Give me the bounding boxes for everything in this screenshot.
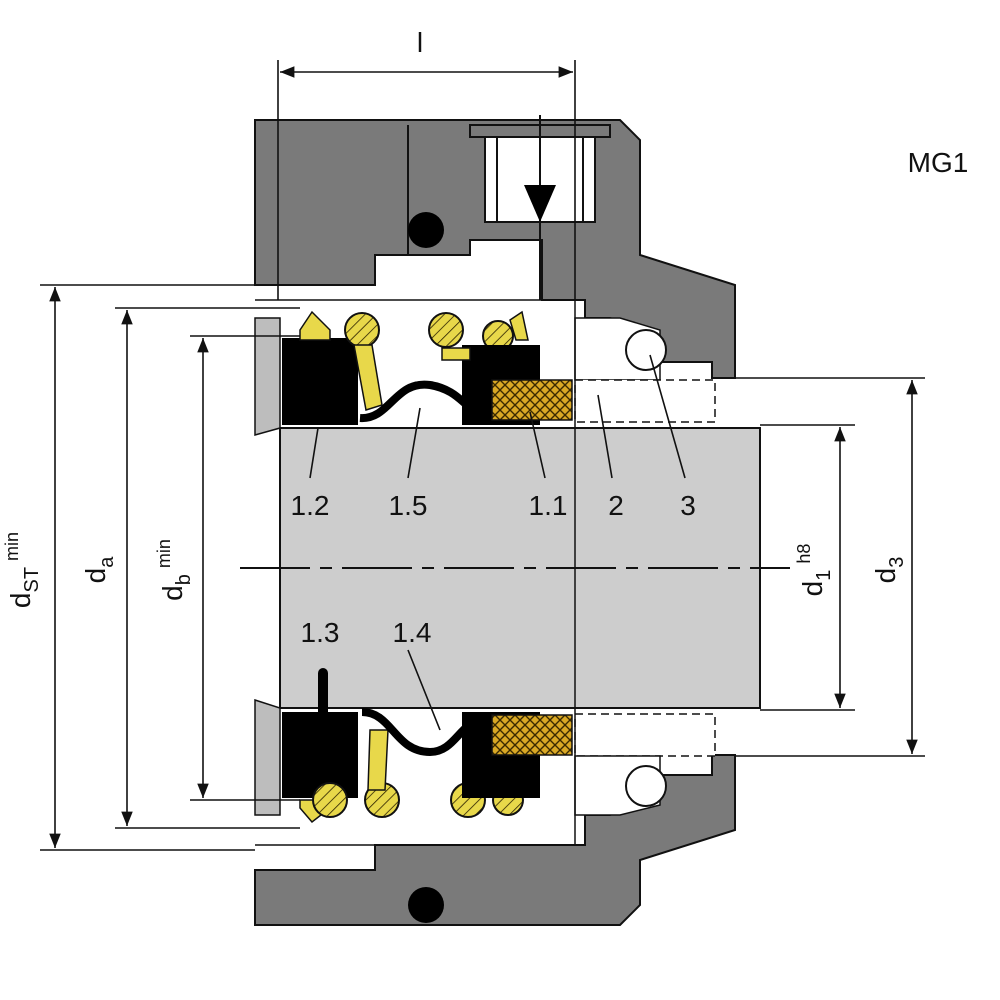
svg-text:d3: d3 [870, 557, 908, 584]
retainer-pin [318, 668, 328, 718]
svg-text:da: da [80, 556, 118, 584]
seal-bottom [282, 708, 573, 824]
part-label-1-3: 1.3 [301, 617, 340, 648]
dim-label-d-3: d3 [870, 557, 908, 584]
svg-text:dSTmin: dST min [2, 532, 43, 608]
o-ring-top [408, 212, 444, 248]
part-label-1-4: 1.4 [393, 617, 432, 648]
drawing-title: MG1 [908, 147, 969, 178]
dim-d-b-sub: b [173, 574, 195, 585]
bore-lines [255, 299, 585, 846]
dim-label-d-a: da [80, 556, 118, 584]
dim-d-st-sub: ST [21, 567, 43, 593]
dim-label-d-1: d1 h8 [794, 544, 835, 597]
flow-arrow [524, 115, 556, 300]
part-label-1-1: 1.1 [529, 490, 568, 521]
dim-d-3-sub: 3 [886, 557, 908, 568]
dim-label-d-b: db min [154, 539, 195, 601]
part-label-2: 2 [608, 490, 624, 521]
dim-d-1-sup: h8 [794, 544, 814, 564]
dim-d-a-main: d [80, 568, 111, 584]
dim-d-b-sup: min [154, 539, 174, 568]
shaft-shoulder-top [254, 317, 281, 436]
seal-top [282, 310, 573, 425]
dim-d-b-main: d [157, 585, 188, 601]
dim-d-3-main: d [870, 568, 901, 584]
part-label-3: 3 [680, 490, 696, 521]
o-ring-bottom [408, 887, 444, 923]
stationary-seat-bottom [574, 713, 716, 816]
shaft-shoulder-bottom [254, 698, 281, 816]
dim-d-st-main: d [5, 593, 36, 609]
dim-d-1-main: d [797, 581, 828, 597]
part-label-1-5: 1.5 [389, 490, 428, 521]
dim-d-1-sub: 1 [813, 570, 835, 581]
dim-d-a-sub: a [96, 556, 118, 568]
part-label-1-2: 1.2 [291, 490, 330, 521]
dim-label-length: l [417, 27, 423, 58]
svg-text:dbmin: db min [154, 539, 195, 601]
svg-text:d1h8: d1 h8 [794, 544, 835, 597]
dim-label-d-st: dST min [2, 532, 43, 608]
leader-lines [309, 354, 686, 731]
dim-d-st-sup: min [2, 532, 22, 561]
dimension-lines [40, 60, 925, 851]
